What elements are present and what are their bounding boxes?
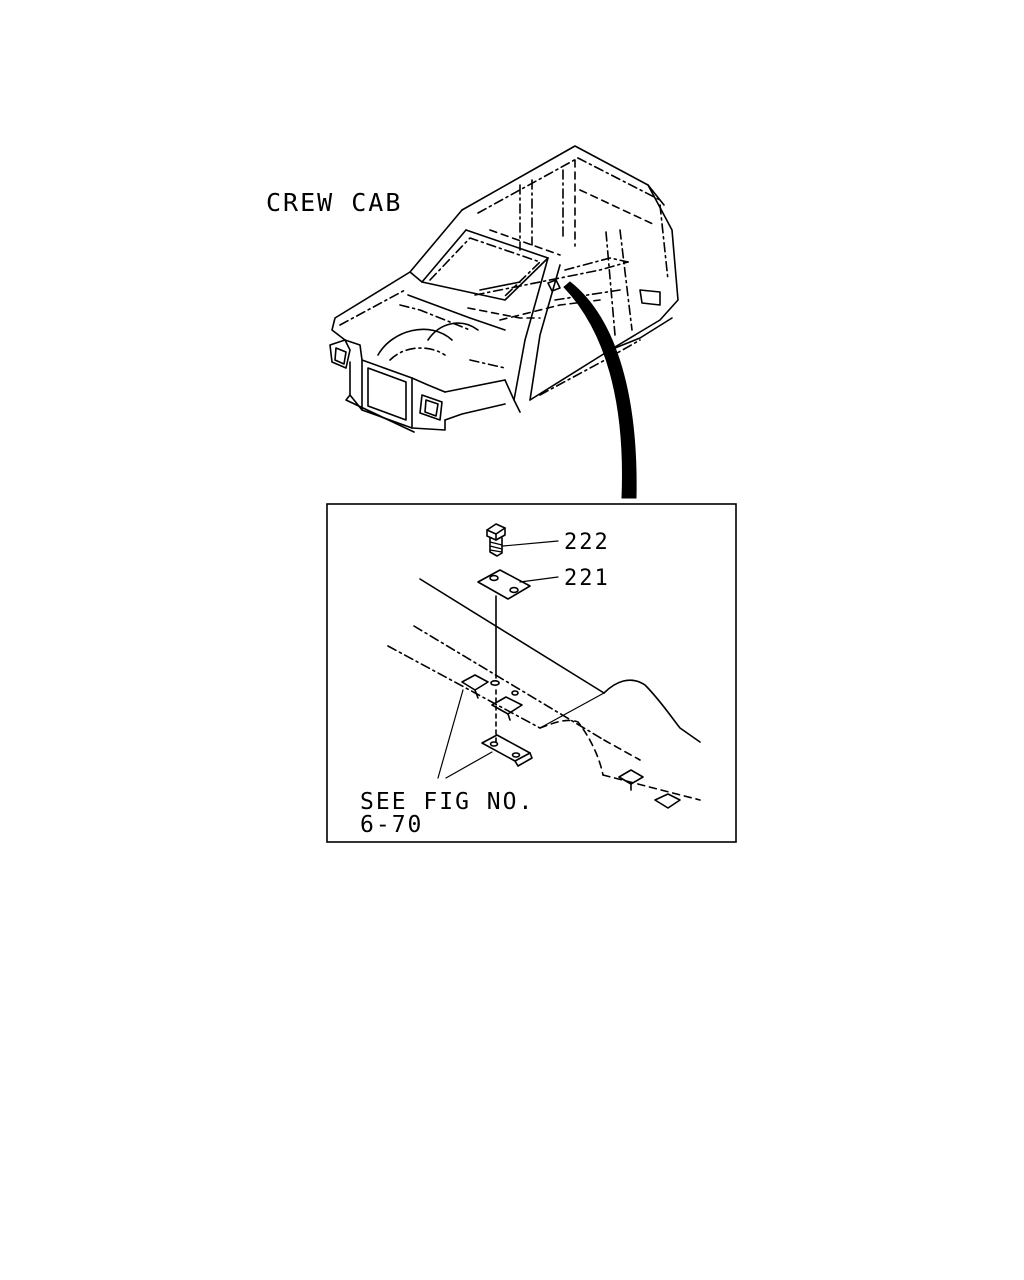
crew-cab-body <box>329 145 679 433</box>
leader-221 <box>519 576 559 583</box>
part-number-222: 222 <box>564 530 610 555</box>
detail-frame <box>326 503 737 843</box>
see-fig-note-line1: SEE FIG NO. <box>360 789 534 815</box>
see-fig-note-line2: 6-70 <box>360 812 423 838</box>
leader-222 <box>502 540 559 547</box>
lower-bracket-icon <box>481 734 533 767</box>
plate-221-icon <box>477 569 531 600</box>
bolt-222-icon <box>486 523 506 557</box>
part-number-221: 221 <box>564 566 610 591</box>
detail-view <box>387 523 701 809</box>
see-fig-leaders <box>437 689 493 779</box>
callout-leader <box>563 281 637 499</box>
diagram-title: CREW CAB <box>266 188 402 217</box>
